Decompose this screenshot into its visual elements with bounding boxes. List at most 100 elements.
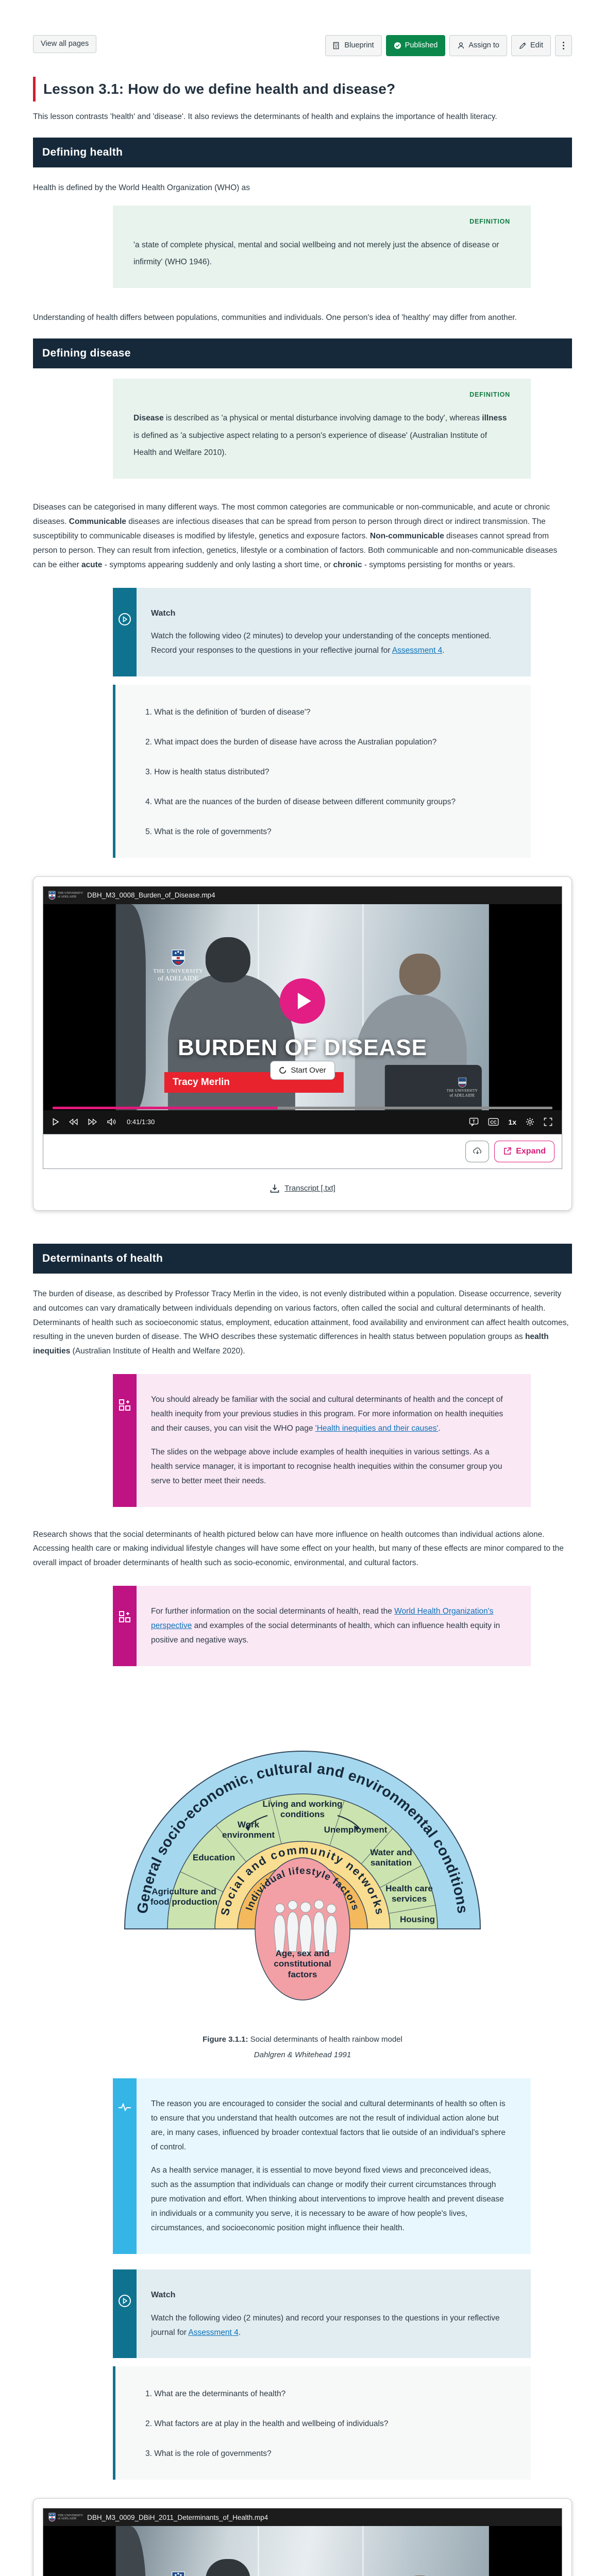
download-icon [270, 1184, 279, 1193]
published-button[interactable]: Published [385, 35, 446, 56]
watch-title: Watch [151, 608, 176, 618]
fast-forward-icon[interactable] [88, 1118, 97, 1126]
play-circle-icon [118, 2294, 131, 2359]
video-stage[interactable]: THE UNIVERSITY of ADELAIDE THE UNIVERSIT… [43, 2526, 562, 2576]
watch-callout-2: Watch Watch the following video (2 minut… [113, 2269, 531, 2359]
more-options-kebab-button[interactable] [555, 35, 572, 56]
disease-definition-text: Disease is described as 'a physical or m… [133, 414, 507, 457]
expand-button[interactable]: Expand [494, 1140, 554, 1162]
watch-body: Watch the following video (2 minutes) to… [151, 632, 492, 655]
video-stage[interactable]: THE UNIVERSITY of ADELAIDE THE UNIVERSIT… [43, 904, 562, 1110]
question-item: 3. How is health status distributed? [145, 768, 270, 777]
figure-caption-source: Dahlgren & Whitehead 1991 [254, 2050, 351, 2059]
published-check-icon [394, 42, 401, 49]
video-overlay-title: BURDEN OF DISEASE [178, 1035, 427, 1060]
watch-body: Watch the following video (2 minutes) an… [151, 2313, 500, 2337]
related-content-paragraph: The slides on the webpage above include … [151, 1447, 502, 1485]
view-all-pages-label: View all pages [41, 40, 89, 48]
key-point-paragraph: As a health service manager, it is essen… [151, 2166, 504, 2232]
transcript-download-link[interactable]: Transcript [.txt] [284, 1184, 335, 1193]
blueprint-button[interactable]: Blueprint [325, 35, 382, 56]
video-controls: 0:41/1:30 T CC 1x [43, 1106, 562, 1134]
question-item: 5. What is the role of governments? [145, 827, 272, 836]
svg-text:CC: CC [491, 1120, 497, 1125]
disease-categories-paragraph: Diseases can be categorised in many diff… [33, 503, 558, 569]
watch-icon-bar [113, 587, 137, 677]
defining-health-lead: Health is defined by the World Health Or… [33, 183, 250, 192]
segment-label-education: Education [192, 1852, 236, 1862]
modules-plus-icon [119, 1611, 131, 1666]
play-control-icon[interactable] [53, 1118, 59, 1126]
key-point-callout: The reason you are encouraged to conside… [113, 2078, 531, 2254]
playback-speed-button[interactable]: 1x [508, 1117, 516, 1126]
university-of-adelaide-logo: THE UNIVERSITY of ADELAIDE [153, 950, 203, 982]
segment-label-work-environment: Work environment [222, 1819, 275, 1840]
settings-gear-icon[interactable] [526, 1117, 534, 1126]
volume-icon[interactable] [107, 1118, 116, 1126]
question-item: 2. What impact does the burden of diseas… [145, 738, 437, 747]
segment-label-living-working: Living and working conditions [262, 1799, 343, 1820]
download-cloud-icon [473, 1147, 481, 1155]
published-label: Published [405, 41, 438, 50]
assign-to-label: Assign to [468, 41, 499, 50]
inline-link[interactable]: Assessment 4 [188, 2328, 239, 2337]
section-header-determinants: Determinants of health [33, 1243, 572, 1274]
related-content-icon-bar [113, 1374, 137, 1507]
watch-icon-bar [113, 2269, 137, 2359]
university-of-adelaide-logo: THE UNIVERSITY of ADELAIDE [153, 2571, 203, 2576]
question-item: 4. What are the nuances of the burden of… [145, 797, 456, 806]
definition-box-disease: DEFINITION Disease is described as 'a ph… [113, 379, 531, 479]
assign-to-person-icon [457, 42, 465, 49]
related-content-paragraph: You should already be familiar with the … [151, 1395, 503, 1433]
start-over-button[interactable]: Start Over [270, 1060, 335, 1080]
download-media-button[interactable] [465, 1140, 490, 1162]
segment-label-unemployment: Unemployment [324, 1824, 388, 1835]
blueprint-icon [333, 42, 341, 49]
edit-label: Edit [530, 41, 543, 50]
definition-box-health: DEFINITION 'a state of complete physical… [113, 205, 531, 289]
question-item: 1. What are the determinants of health? [145, 2389, 286, 2399]
video-filename: DBH_M3_0009_DBiH_2011_Determinants_of_He… [87, 2513, 268, 2521]
assign-to-button[interactable]: Assign to [449, 35, 507, 56]
inline-link[interactable]: World Health Organization's perspective [151, 1607, 494, 1631]
fullscreen-icon[interactable] [544, 1117, 552, 1126]
determinants-paragraph-1: The burden of disease, as described by P… [33, 1289, 569, 1356]
blueprint-label: Blueprint [344, 41, 374, 50]
segment-label-water-sanitation: Water and sanitation [370, 1847, 412, 1868]
video-time: 0:41/1:30 [127, 1118, 155, 1126]
title-accent-bar [33, 77, 36, 101]
inline-link[interactable]: 'Health inequities and their causes' [315, 1423, 439, 1433]
center-label-age-sex: Age, sex and constitutional factors [274, 1948, 331, 1979]
lesson-intro: This lesson contrasts 'health' and 'dise… [33, 112, 497, 121]
watch-callout-1: Watch Watch the following video (2 minut… [113, 587, 531, 677]
question-item: 2. What factors are at play in the healt… [145, 2419, 389, 2429]
figure-caption: Figure 3.1.1: Social determinants of hea… [33, 2032, 572, 2063]
inline-link[interactable]: Assessment 4 [392, 646, 443, 655]
definition-label: DEFINITION [469, 391, 510, 399]
segment-label-health-care: Health care services [385, 1883, 433, 1904]
media-actions-strip: Expand [43, 1133, 562, 1168]
page-title: Lesson 3.1: How do we define health and … [43, 81, 396, 97]
pulse-icon [118, 2103, 131, 2254]
svg-text:T: T [473, 1119, 476, 1124]
view-all-pages-button[interactable]: View all pages [33, 35, 97, 53]
rewind-icon[interactable] [69, 1118, 78, 1126]
transcript-toggle-icon[interactable]: T [469, 1117, 479, 1127]
related-content-callout-1: You should already be familiar with the … [113, 1374, 531, 1507]
page-toolbar: View all pages Blueprint Published Assig… [33, 35, 572, 56]
social-determinants-rainbow-diagram: General socio-economic, cultural and env… [117, 1687, 488, 2021]
question-item: 3. What is the role of governments? [145, 2449, 272, 2459]
video-progress-bar[interactable] [53, 1106, 552, 1109]
question-item: 1. What is the definition of 'burden of … [145, 708, 311, 717]
play-button[interactable] [280, 978, 325, 1024]
determinants-paragraph-2: Research shows that the social determina… [33, 1530, 564, 1568]
segment-label-agriculture: Agriculture and food production [150, 1886, 218, 1907]
edit-button[interactable]: Edit [511, 35, 551, 56]
captions-icon[interactable]: CC [488, 1118, 499, 1126]
segment-label-housing: Housing [400, 1914, 435, 1924]
video-progress-fill [53, 1106, 278, 1109]
